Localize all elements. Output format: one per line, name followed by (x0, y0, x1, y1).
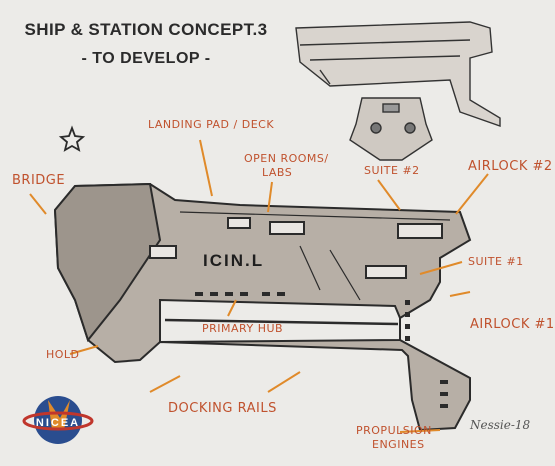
front-view-sketch (349, 97, 433, 161)
label-propulsion: PROPULSION (356, 424, 432, 437)
label-suite-2: SUITE #2 (364, 164, 420, 177)
hull-marking: ICIN.L (203, 251, 264, 270)
page-title: SHIP & STATION CONCEPT.3 (24, 20, 268, 39)
artist-signature: Nessie-18 (470, 418, 531, 432)
annotation-arrows (29, 139, 489, 433)
label-landing-pad: LANDING PAD / DECK (148, 118, 275, 131)
label-primary-hub: PRIMARY HUB (202, 322, 284, 335)
logo-text: NICEA (36, 417, 80, 429)
nicea-logo: NICEA (22, 396, 94, 444)
label-hold: HOLD (46, 348, 80, 361)
concept-artwork: ICIN.L NICEA (22, 21, 501, 444)
page-subtitle: - TO DEVELOP - (81, 50, 211, 67)
label-suite-1: SUITE #1 (468, 255, 524, 268)
ship-hull (53, 182, 472, 432)
star-icon (58, 125, 86, 152)
label-docking-rails: DOCKING RAILS (168, 401, 277, 416)
label-labs: LABS (262, 166, 293, 179)
label-open-rooms: OPEN ROOMS/ (244, 152, 329, 165)
label-airlock-2: AIRLOCK #2 (468, 159, 553, 174)
side-elevation-sketch (295, 21, 501, 127)
label-bridge: BRIDGE (12, 173, 66, 188)
concept-sheet: SHIP & STATION CONCEPT.3 - TO DEVELOP - (12, 20, 554, 451)
label-engines: ENGINES (372, 438, 425, 451)
label-airlock-1: AIRLOCK #1 (470, 317, 555, 332)
